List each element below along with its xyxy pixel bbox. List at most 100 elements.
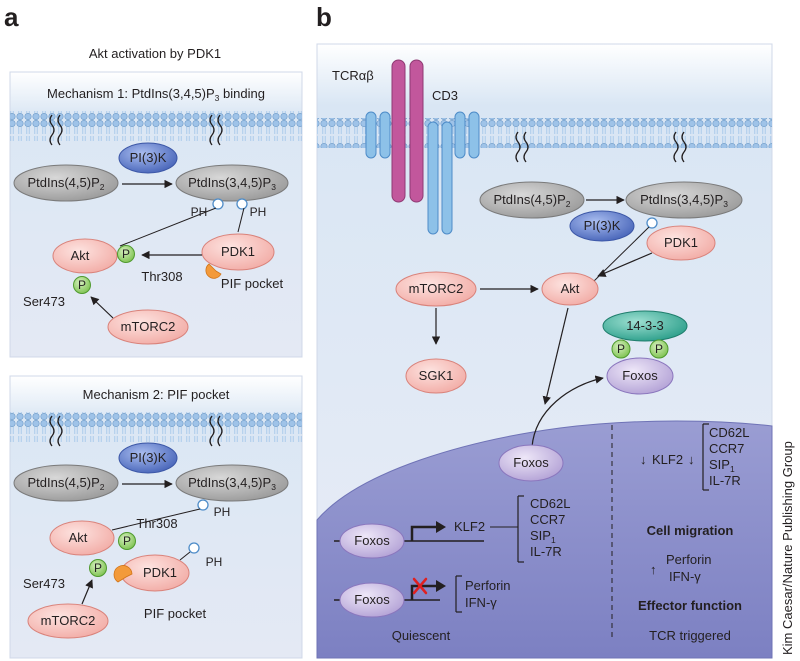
pdk1-label: PDK1 (143, 565, 177, 580)
lipid-tail (217, 114, 223, 146)
cd3-chain (454, 111, 466, 159)
lipid-tail (57, 415, 63, 447)
ser473-label: Ser473 (23, 576, 65, 591)
cd3-chain (468, 111, 480, 159)
perforin-label: Perforin (666, 552, 712, 567)
nuclear-export-arrow (531, 375, 604, 448)
cd3-chain (379, 111, 391, 159)
pi3k-label: PI(3)K (130, 450, 167, 465)
akt-label: Akt (71, 248, 90, 263)
lipid-tail (209, 415, 215, 447)
panel-a-letter: a (4, 2, 19, 32)
lipid-tail (217, 415, 223, 447)
pip2-label: PtdIns(4,5)P2 (494, 192, 571, 209)
pi3k-label: PI(3)K (130, 150, 167, 165)
protein-14-3-3-label: 14-3-3 (626, 318, 664, 333)
pif-pocket-shape (205, 263, 222, 279)
mtorc2-label: mTORC2 (41, 613, 96, 628)
pif-pocket-label: PIF pocket (221, 276, 284, 291)
panel-a-title: Akt activation by PDK1 (89, 46, 221, 61)
transcription-arrow-head (436, 521, 446, 533)
phospho-label: P (122, 247, 130, 261)
tcr-alpha-chain (391, 59, 406, 203)
nucleus (316, 420, 773, 659)
akt-protein (49, 520, 115, 556)
ph-domain (212, 198, 224, 210)
pi3k-enzyme (118, 442, 178, 474)
akt-label: Akt (561, 281, 580, 296)
mechanism-2-panel: Mechanism 2: PIF pocket PI(3)K PtdIns(4,… (9, 375, 303, 659)
foxos-bound (339, 523, 405, 559)
panel-b-letter: b (316, 2, 332, 32)
repression-x-icon (412, 577, 428, 595)
effector-function-label: Effector function (638, 598, 742, 613)
pif-pocket-label: PIF pocket (144, 606, 207, 621)
pip3-label: PtdIns(3,4,5)P3 (640, 192, 728, 209)
pip3-lipid (625, 181, 743, 219)
pip2-lipid (479, 181, 585, 219)
ph-linker (111, 508, 201, 531)
sgk1-label: SGK1 (419, 368, 454, 383)
membrane-bilayer (10, 111, 302, 141)
thr308-label: Thr308 (141, 269, 182, 284)
foxos-label: Foxos (354, 533, 390, 548)
ph-domain (236, 198, 248, 210)
transcription-start (410, 584, 438, 600)
foxos-label: Foxos (622, 368, 658, 383)
pip2-label: PtdIns(4,5)P2 (28, 175, 105, 192)
pdk1-protein (201, 233, 275, 271)
phospho-label: P (94, 561, 102, 575)
lipid-tail (673, 131, 679, 163)
target-ccr7: CCR7 (530, 512, 565, 527)
ifng-label: IFN-γ (465, 595, 497, 610)
ph-label: PH (214, 505, 231, 519)
phospho-site (611, 339, 631, 359)
credit-line: Kim Caesar/Nature Publishing Group (780, 441, 795, 655)
target-il7r: IL-7R (530, 544, 562, 559)
lipid-tail (515, 131, 521, 163)
pip3-lipid (175, 164, 289, 202)
pip2-lipid (13, 464, 119, 502)
cell-migration-label: Cell migration (647, 523, 734, 538)
pip3-label: PtdIns(3,4,5)P3 (188, 175, 276, 192)
phospho-label: P (655, 342, 663, 356)
pdk1-label: PDK1 (221, 244, 255, 259)
mtorc2-label: mTORC2 (409, 281, 464, 296)
cd3-chain (365, 111, 377, 159)
cd3-zeta-chain (441, 121, 453, 235)
target-sip1: SIP1 (709, 457, 735, 474)
ph-domain (188, 542, 200, 554)
target-ccr7: CCR7 (709, 441, 744, 456)
pi3k-label: PI(3)K (584, 218, 621, 233)
target-cd62l: CD62L (709, 425, 749, 440)
lipid-tail (209, 114, 215, 146)
tcr-triggered-label: TCR triggered (649, 628, 731, 643)
ph-label: PH (250, 205, 267, 219)
pif-pocket-shape (113, 565, 133, 583)
pdk1-protein (646, 225, 716, 261)
pip3-lipid (175, 464, 289, 502)
phosphorylation-arrow (81, 579, 93, 605)
lipid-tail (523, 131, 529, 163)
cd3-zeta-chain (427, 121, 439, 235)
foxos-nuclear (498, 444, 564, 482)
foxos-label: Foxos (513, 455, 549, 470)
ph-label: PH (191, 205, 208, 219)
phospho-ser473 (73, 276, 91, 294)
phosphorylation-arrow (597, 252, 653, 277)
cell-panel: TCRαβ CD3 PtdIns(4,5)P2 PtdIns(3,4,5)P3 … (316, 43, 773, 659)
ph-domain (646, 217, 658, 229)
klf2-label: KLF2 (652, 452, 683, 467)
pip2-lipid (13, 164, 119, 202)
pip2-label: PtdIns(4,5)P2 (28, 475, 105, 492)
foxos-bound (339, 582, 405, 618)
ifng-label: IFN-γ (669, 569, 701, 584)
quiescent-label: Quiescent (392, 628, 451, 643)
lipid-tail (57, 114, 63, 146)
mechanism-1-title: Mechanism 1: PtdIns(3,4,5)P3 binding (47, 86, 265, 103)
phospho-label: P (78, 278, 86, 292)
down-arrow-icon: ↓ (688, 452, 695, 467)
phospho-ser473 (89, 559, 107, 577)
up-arrow-icon: ↑ (650, 562, 657, 577)
